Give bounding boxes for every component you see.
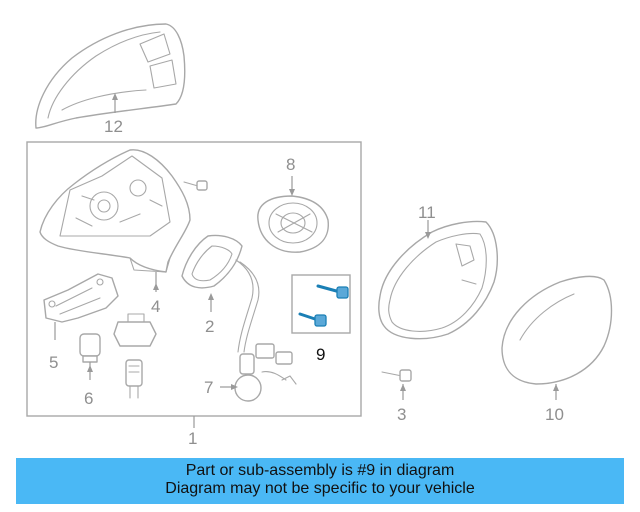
banner-line-2: Diagram may not be specific to your vehi… [165, 480, 475, 497]
screw-small[interactable] [183, 180, 208, 191]
part-5-bracket[interactable] [43, 273, 119, 323]
part-8-actuator[interactable] [257, 195, 329, 253]
part-4-mirror-housing[interactable] [39, 149, 191, 273]
callout-2[interactable]: 2 [205, 317, 214, 336]
part-9-screws[interactable] [298, 284, 349, 327]
callout-5[interactable]: 5 [49, 353, 58, 372]
part-11-glass-holder[interactable] [378, 220, 498, 340]
callout-3[interactable]: 3 [397, 405, 406, 424]
part-6-bulb[interactable] [79, 333, 101, 363]
callout-8[interactable]: 8 [286, 155, 295, 174]
callout-1[interactable]: 1 [188, 429, 197, 448]
part-2-turn-signal[interactable] [181, 234, 243, 289]
part-7-wire-harness[interactable] [234, 259, 297, 402]
callout-12[interactable]: 12 [104, 117, 123, 136]
callout-6[interactable]: 6 [84, 389, 93, 408]
part-3-screw[interactable] [381, 369, 412, 382]
info-banner: Part or sub-assembly is #9 in diagram Di… [16, 458, 624, 504]
banner-line-1: Part or sub-assembly is #9 in diagram [185, 462, 455, 479]
clip[interactable] [113, 313, 157, 347]
callout-11[interactable]: 11 [418, 203, 436, 222]
part-9-box [291, 274, 351, 334]
part-12-mirror-cover[interactable] [35, 23, 186, 129]
part-10-mirror-glass[interactable] [501, 275, 613, 385]
sensor[interactable] [125, 359, 143, 399]
callout-10[interactable]: 10 [545, 405, 564, 424]
callout-7[interactable]: 7 [204, 378, 213, 397]
callout-4[interactable]: 4 [151, 297, 160, 316]
callout-9[interactable]: 9 [316, 345, 325, 364]
